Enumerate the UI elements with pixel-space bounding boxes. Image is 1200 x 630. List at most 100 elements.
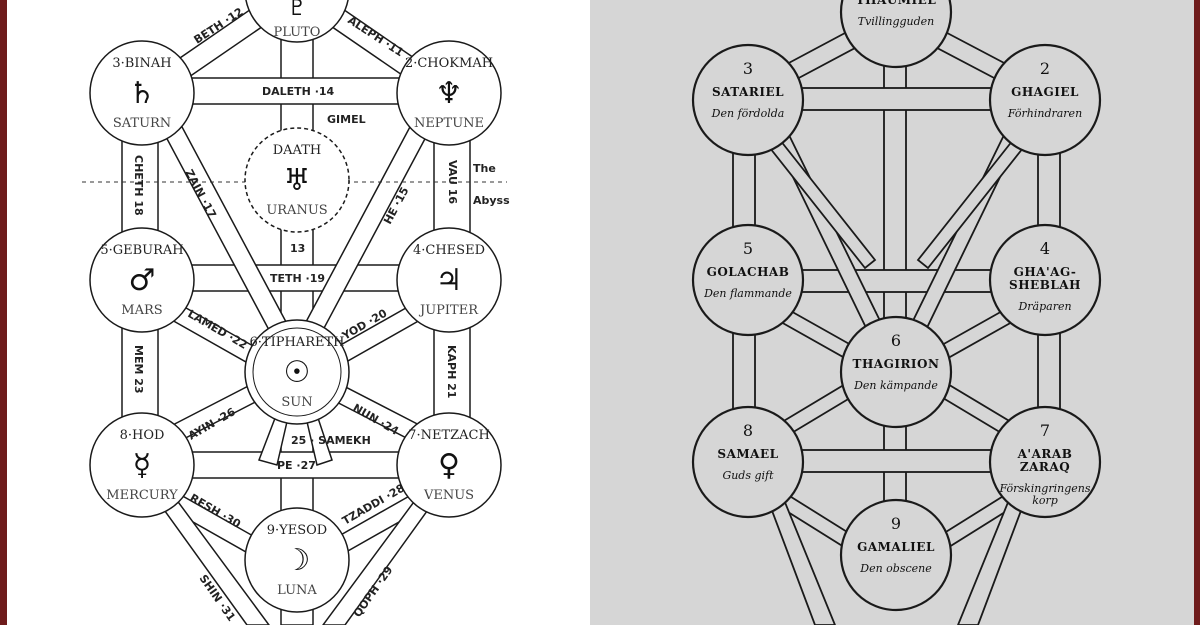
sephira-title: 9·YESOD [267, 523, 327, 538]
sephira-circle [89, 412, 195, 518]
planet-glyph: ☽ [284, 543, 311, 578]
qlipha-name: GHAGIEL [1011, 85, 1079, 99]
planet-label: NEPTUNE [414, 116, 484, 131]
qlipha-circle [691, 405, 805, 519]
sephira-daath: DAATH♅URANUS [244, 127, 350, 233]
planet-glyph: ♅ [284, 163, 311, 198]
qlipha-circle [839, 0, 953, 69]
tree-of-life-diagram: The Abyss BETH ·12 ALEPH ·11 DALETH ·14 … [7, 0, 590, 625]
qlipha-circle [988, 223, 1102, 337]
sephira-title: 3·BINAH [112, 56, 171, 71]
image-frame: The Abyss BETH ·12 ALEPH ·11 DALETH ·14 … [7, 0, 1194, 625]
pluto-glyph: ♇ [287, 0, 307, 21]
qlipha-circle [988, 405, 1102, 519]
planet-glyph: ☉ [284, 355, 311, 390]
sephira-hod: 8·HOD☿MERCURY [89, 412, 195, 518]
qlipha-name: GAMALIEL [857, 540, 935, 554]
qlipha-number: 6 [891, 331, 901, 350]
planet-glyph: ♂ [129, 263, 156, 298]
path-label-kaph: KAPH 21 [445, 345, 458, 398]
path-label-pe: PE ·27 [277, 459, 316, 472]
planet-glyph: ♆ [436, 76, 463, 111]
qlipha-subtitle: Den obscene [859, 562, 932, 575]
sephira-binah: 3·BINAH ♄ SATURN [89, 40, 195, 146]
qlipha-number: 3 [743, 59, 753, 78]
planet-label: MERCURY [106, 488, 178, 503]
sephira-circle [396, 40, 502, 146]
qlipha-name: SHEBLAH [1009, 278, 1081, 292]
qlipha-name: THAUMIEL [856, 0, 937, 7]
sephira-geburah: 5·GEBURAH♂MARS [89, 227, 195, 333]
abyss-label-abyss: Abyss [473, 194, 510, 207]
qlipha-number: 7 [1040, 421, 1050, 440]
qlipha-circle [839, 315, 953, 429]
sephira-title: 7·NETZACH [408, 428, 490, 443]
planet-label: LUNA [277, 583, 317, 598]
path-label-teth: TETH ·19 [270, 272, 325, 285]
sephira-netzach: 7·NETZACH ♀ VENUS [396, 412, 502, 518]
sephira-circle [244, 319, 350, 425]
qlipha-number: 2 [1040, 59, 1050, 78]
planet-glyph: ♄ [129, 76, 156, 111]
qlipha-subtitle: Förskingringens [998, 482, 1090, 495]
sephira-circle [89, 227, 195, 333]
planet-glyph: ♃ [436, 263, 463, 298]
qlipha-name: GOLACHAB [707, 265, 790, 279]
sephira-circle [89, 40, 195, 146]
qlipha-name: SAMAEL [717, 447, 778, 461]
qlipha-number: 9 [891, 514, 901, 533]
sephira-title: DAATH [273, 143, 322, 158]
tree-of-life-svg: The Abyss BETH ·12 ALEPH ·11 DALETH ·14 … [82, 0, 510, 625]
sephira-inner-ring [252, 327, 342, 417]
planet-label: SUN [281, 395, 312, 410]
path-label-13: 13 [290, 242, 305, 255]
path-label-gimel: GIMEL [327, 113, 366, 126]
qlipha-number: 8 [743, 421, 753, 440]
qlipha-circle [691, 43, 805, 157]
qlipha-number: 4 [1040, 239, 1050, 258]
sephira-pluto: ♇ PLUTO [245, 0, 349, 43]
sephira-circle [396, 412, 502, 518]
sephira-yesod: 9·YESOD ☽ LUNA [244, 507, 350, 613]
qlipha-name: THAGIRION [853, 357, 940, 371]
bottom-strip [0, 625, 1200, 630]
sephira-title: 2·CHOKMAH [405, 56, 493, 71]
path-label-vau: VAU 16 [446, 160, 459, 204]
sephira-circle [396, 227, 502, 333]
qlipha-thaumiel: THAUMIEL Tvillingguden [839, 0, 953, 69]
sephira-title: 4·CHESED [413, 243, 485, 258]
qlipha-subtitle: Den kämpande [853, 379, 938, 392]
qlipha-subtitle: Guds gift [722, 469, 774, 482]
path-label-mem: MEM 23 [132, 345, 145, 394]
sephira-title: 8·HOD [120, 428, 165, 443]
qlipha-subtitle: Förhindraren [1007, 107, 1082, 120]
path-label-samekh: 25 · SAMEKH [291, 434, 371, 447]
qliphoth-paths [732, 11, 1061, 625]
planet-label: SATURN [113, 116, 171, 131]
qlipha-subtitle: Den fördolda [711, 107, 785, 120]
qlipha-subtitle: Den flammande [703, 287, 792, 300]
planet-label: MARS [121, 303, 162, 318]
sephira-title: 6·TIPHARETH [250, 335, 345, 350]
qlipha-name: ZARAQ [1020, 460, 1070, 474]
abyss-label-the: The [473, 162, 496, 175]
sephira-chokmah: 2·CHOKMAH ♆ NEPTUNE [396, 40, 502, 146]
planet-label: VENUS [423, 488, 474, 503]
qlipha-circle [839, 498, 953, 612]
qlipha-circle [691, 223, 805, 337]
planet-glyph: ♀ [438, 448, 460, 483]
qlipha-name: A'ARAB [1017, 447, 1073, 461]
qlipha-subtitle: Tvillingguden [858, 15, 935, 28]
qlipha-circle [988, 43, 1102, 157]
